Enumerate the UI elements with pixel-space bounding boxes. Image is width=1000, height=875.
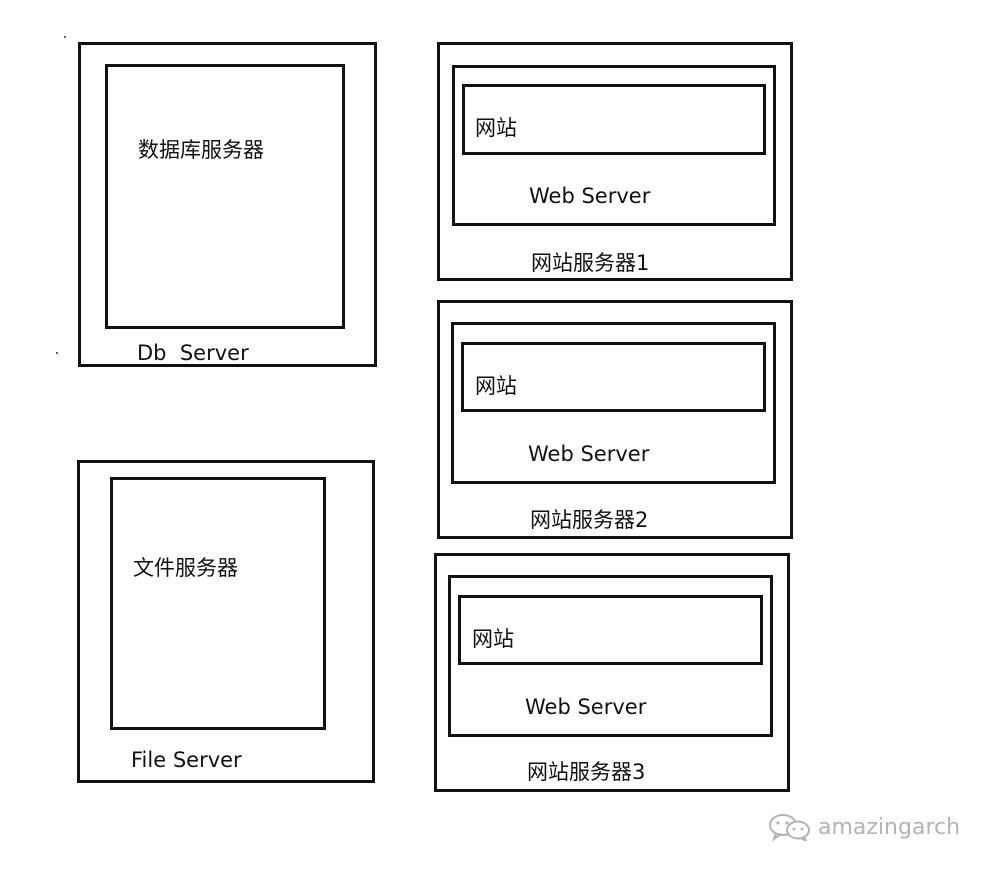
db-server-caption: Db Server [137,341,249,365]
web-server-3-site-box [458,595,763,665]
web-server-2-outer-box [437,300,793,539]
web-server-2-server-label: Web Server [528,442,650,466]
file-server-outer-box [77,460,375,783]
web-server-1-outer-box [437,42,793,281]
watermark-text: amazingarch [818,814,961,840]
web-server-1-site-box [462,84,766,155]
stray-mark [64,36,66,38]
web-server-3-inner-box [448,575,773,737]
web-server-1-site-label: 网站 [475,116,517,140]
web-server-3-caption: 网站服务器3 [527,760,646,784]
web-server-2-site-label: 网站 [475,374,517,398]
web-server-1-server-label: Web Server [529,184,651,208]
web-server-1-inner-box [452,65,776,226]
wechat-icon [768,813,812,844]
file-server-inner-label: 文件服务器 [133,556,238,580]
watermark: amazingarch [768,812,961,844]
web-server-3-site-label: 网站 [472,627,514,651]
db-server-inner-box [105,64,345,329]
web-server-3-server-label: Web Server [525,695,647,719]
web-server-1-caption: 网站服务器1 [531,251,650,275]
file-server-caption: File Server [131,748,242,772]
stray-mark [56,352,58,354]
db-server-inner-label: 数据库服务器 [138,138,264,162]
db-server-outer-box [78,42,377,367]
web-server-2-site-box [461,342,766,412]
web-server-3-outer-box [434,553,790,792]
web-server-2-inner-box [451,322,776,484]
file-server-inner-box [110,477,326,730]
web-server-2-caption: 网站服务器2 [530,508,649,532]
